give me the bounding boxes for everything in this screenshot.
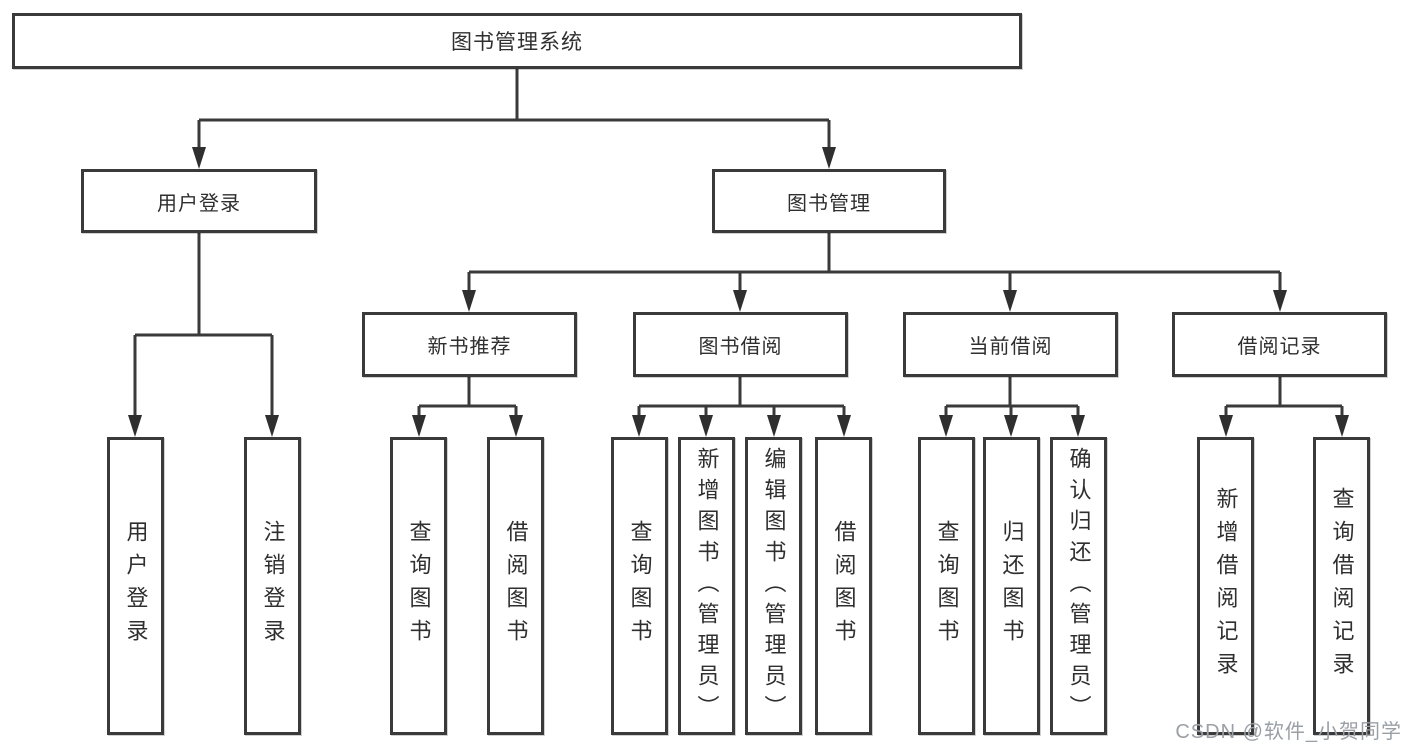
node-user-login: 用户登录 [107, 437, 164, 735]
connector-user-login-group [128, 233, 279, 437]
node-borrow-records-label: 借阅记录 [1237, 336, 1322, 358]
node-current-borrow: 当前借阅 [903, 312, 1118, 377]
node-bb-add-books-label: 新增图书（管理员） [694, 446, 720, 726]
connector-root [192, 69, 836, 169]
node-book-mgmt-label: 图书管理 [787, 192, 871, 215]
node-book-borrow: 图书借阅 [633, 312, 848, 377]
node-nb-search-books: 查询图书 [390, 437, 447, 735]
node-bb-search-books-label: 查询图书 [627, 520, 653, 652]
node-cb-confirm-return: 确认归还（管理员） [1050, 437, 1107, 735]
node-borrow-records: 借阅记录 [1172, 312, 1387, 377]
node-nb-borrow-books: 借阅图书 [487, 437, 544, 735]
node-cb-search-books-label: 查询图书 [934, 520, 960, 652]
connector-book-mgmt [462, 233, 1287, 312]
node-cb-return-books: 归还图书 [983, 437, 1040, 735]
node-cb-search-books: 查询图书 [918, 437, 975, 735]
node-bb-search-books: 查询图书 [611, 437, 668, 735]
node-root-label: 图书管理系统 [451, 31, 583, 54]
node-br-search-record-label: 查询借阅记录 [1329, 487, 1355, 685]
node-new-book-rec-label: 新书推荐 [427, 336, 512, 358]
node-bb-add-books: 新增图书（管理员） [678, 437, 735, 735]
node-br-search-record: 查询借阅记录 [1313, 437, 1370, 735]
node-user-login-group-label: 用户登录 [157, 192, 241, 215]
node-user-login-group: 用户登录 [81, 169, 317, 233]
connector-borrow-records [1219, 377, 1349, 437]
node-nb-search-books-label: 查询图书 [406, 520, 432, 652]
node-br-add-record: 新增借阅记录 [1197, 437, 1254, 735]
node-logout: 注销登录 [244, 437, 301, 735]
node-logout-label: 注销登录 [260, 520, 286, 652]
node-root: 图书管理系统 [12, 13, 1022, 69]
node-bb-edit-books-label: 编辑图书（管理员） [761, 446, 787, 726]
node-user-login-label: 用户登录 [123, 520, 149, 652]
connector-new-book-rec [412, 377, 523, 437]
node-bb-borrow-books: 借阅图书 [815, 437, 872, 735]
connector-current-borrow [939, 377, 1085, 437]
node-bb-borrow-books-label: 借阅图书 [831, 520, 857, 652]
node-book-borrow-label: 图书借阅 [698, 336, 783, 358]
watermark: CSDN @软件_小贺同学 [1175, 721, 1402, 743]
node-bb-edit-books: 编辑图书（管理员） [745, 437, 802, 735]
node-br-add-record-label: 新增借阅记录 [1213, 487, 1239, 685]
node-cb-return-books-label: 归还图书 [999, 520, 1025, 652]
node-new-book-rec: 新书推荐 [362, 312, 577, 377]
node-nb-borrow-books-label: 借阅图书 [503, 520, 529, 652]
node-book-mgmt: 图书管理 [712, 169, 946, 233]
connector-book-borrow [632, 377, 851, 437]
node-current-borrow-label: 当前借阅 [968, 336, 1053, 358]
node-cb-confirm-return-label: 确认归还（管理员） [1066, 446, 1092, 726]
